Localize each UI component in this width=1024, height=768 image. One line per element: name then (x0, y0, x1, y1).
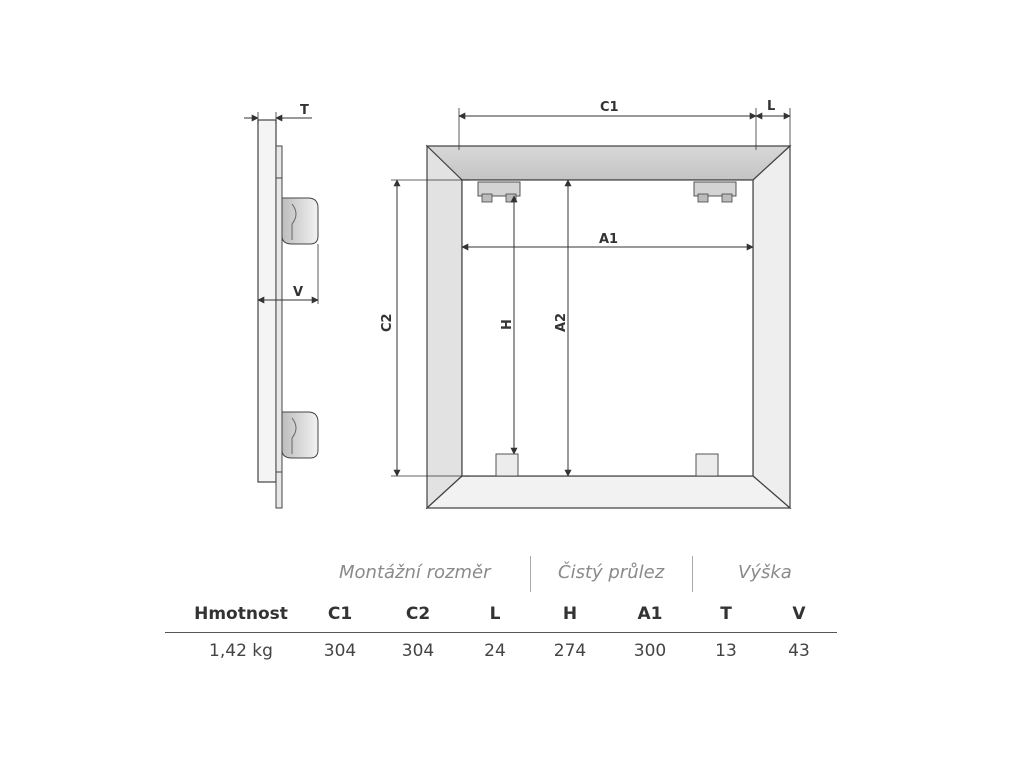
header-row: Hmotnost C1 C2 L H A1 T V (165, 596, 837, 633)
top-clip-left (477, 181, 521, 203)
l-label: L (767, 99, 775, 114)
header-l: L (489, 604, 501, 624)
value-a1: 300 (633, 641, 667, 661)
bottom-tab-right (695, 453, 719, 477)
value-c2: 304 (401, 641, 435, 661)
frame-left (426, 144, 463, 510)
group-height: Výška (738, 562, 792, 583)
spec-table: Montážní rozměr Čistý průlez Výška Hmotn… (165, 556, 837, 669)
value-t: 13 (715, 641, 737, 661)
header-a1: A1 (637, 604, 663, 624)
value-v: 43 (788, 641, 810, 661)
bottom-tab-left (495, 453, 519, 477)
c1-label: C1 (600, 100, 619, 115)
frame-right (752, 144, 791, 510)
top-clip-right (693, 181, 737, 203)
front-view: C1 L A1 C2 H A2 (380, 99, 792, 510)
c2-label: C2 (380, 313, 395, 332)
side-view: T V (244, 103, 319, 509)
group-separator (530, 556, 531, 592)
value-weight: 1,42 kg (209, 641, 273, 661)
h-label: H (500, 319, 515, 330)
header-c1: C1 (327, 604, 353, 624)
t-label: T (300, 103, 309, 118)
v-label: V (293, 285, 303, 300)
value-c1: 304 (323, 641, 357, 661)
a2-label: A2 (554, 313, 569, 332)
side-bracket-top (281, 197, 319, 245)
group-row: Montážní rozměr Čistý průlez Výška (165, 556, 837, 596)
side-frame-edge (275, 145, 283, 509)
frame-bottom (425, 475, 792, 509)
group-mounting-dimension: Montážní rozměr (339, 562, 491, 583)
header-t: T (720, 604, 732, 624)
frame-top (425, 145, 792, 181)
value-l: 24 (484, 641, 506, 661)
value-h: 274 (553, 641, 587, 661)
side-bracket-bottom (281, 411, 319, 459)
value-row: 1,42 kg 304 304 24 274 300 13 43 (165, 633, 837, 669)
header-c2: C2 (405, 604, 431, 624)
header-h: H (562, 604, 578, 624)
group-clear-opening: Čistý průlez (558, 562, 665, 583)
group-separator (692, 556, 693, 592)
header-v: V (792, 604, 806, 624)
side-panel (257, 119, 277, 483)
a1-label: A1 (599, 232, 618, 247)
header-weight: Hmotnost (194, 604, 288, 624)
technical-drawing: T V C1 L (244, 99, 792, 510)
